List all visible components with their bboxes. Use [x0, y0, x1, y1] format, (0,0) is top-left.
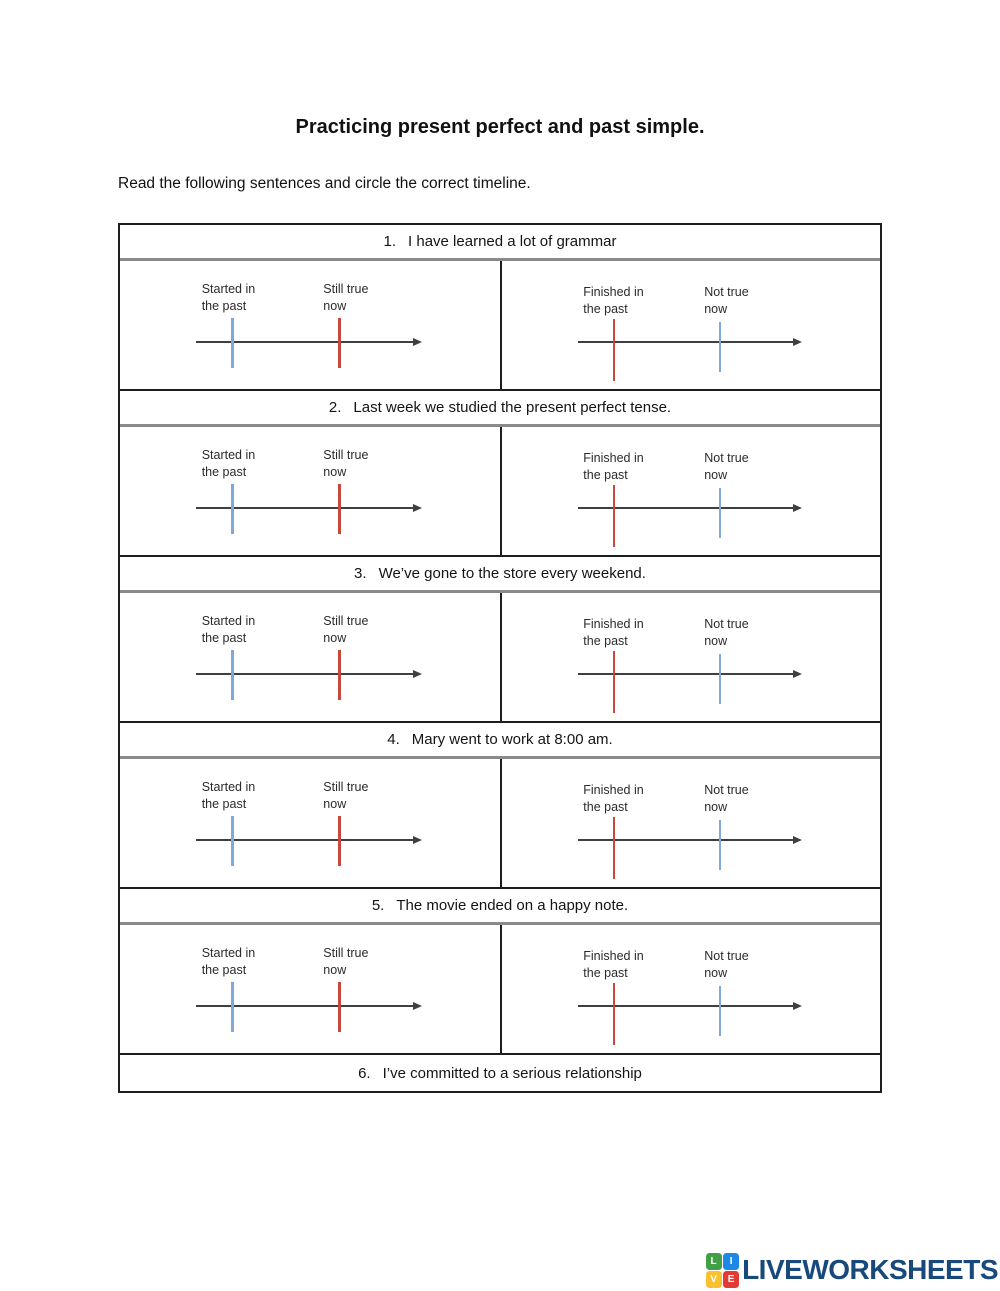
timeline-row-3: Started in the past Still true now Finis…	[120, 593, 880, 723]
timeline-arrow	[196, 835, 422, 844]
sentence-text: We’ve gone to the store every weekend.	[378, 565, 646, 582]
sentence-text: Last week we studied the present perfect…	[353, 399, 672, 416]
timeline-row-2: Started in the past Still true now Finis…	[120, 427, 880, 557]
timeline-row-4: Started in the past Still true now Finis…	[120, 759, 880, 889]
timeline-row-5: Started in the past Still true now Finis…	[120, 925, 880, 1055]
timeline-label-not-true: Not true now	[704, 285, 749, 316]
past-tick	[231, 816, 234, 866]
timeline-label-started: Started in the past	[201, 448, 256, 479]
timeline-option-started-past-4[interactable]: Started in the past Still true now	[120, 759, 500, 887]
timeline-option-finished-past-3[interactable]: Finished in the past Not true now	[500, 593, 880, 721]
timeline-option-finished-past-5[interactable]: Finished in the past Not true now	[500, 925, 880, 1053]
timeline-label-not-true: Not true now	[704, 451, 749, 482]
now-tick	[718, 488, 722, 538]
sentence-text: Mary went to work at 8:00 am.	[411, 731, 613, 748]
now-tick	[718, 820, 722, 870]
page-title: Practicing present perfect and past simp…	[295, 116, 705, 138]
past-tick	[612, 485, 616, 547]
sentence-row-1: 1. I have learned a lot of grammar	[120, 225, 880, 261]
timeline-arrow	[577, 503, 803, 512]
timeline-label-still-true: Still true now	[323, 282, 369, 313]
timeline-label-not-true: Not true now	[704, 617, 749, 648]
logo-square-v: V	[705, 1271, 722, 1288]
sentence-number: 5.	[371, 897, 385, 914]
past-tick	[231, 650, 234, 700]
timeline-option-finished-past-4[interactable]: Finished in the past Not true now	[500, 759, 880, 887]
timeline-arrow	[577, 1001, 803, 1010]
timeline-label-started: Started in the past	[201, 614, 256, 645]
timeline-option-finished-past-1[interactable]: Finished in the past Not true now	[500, 261, 880, 389]
sentence-number: 4.	[387, 731, 400, 748]
sentence-row-5: 5. The movie ended on a happy note.	[120, 889, 880, 925]
timeline-label-still-true: Still true now	[323, 614, 369, 645]
past-tick	[612, 319, 616, 381]
timeline-label-started: Started in the past	[201, 780, 256, 811]
timeline-label-still-true: Still true now	[323, 946, 369, 977]
timeline-option-started-past-2[interactable]: Started in the past Still true now	[120, 427, 500, 555]
liveworksheets-logo[interactable]: L I V E LIVEWORKSHEETS	[705, 1252, 998, 1288]
timeline-option-started-past-3[interactable]: Started in the past Still true now	[120, 593, 500, 721]
now-tick	[338, 982, 341, 1032]
sentence-text: I’ve committed to a serious relationship	[382, 1064, 642, 1082]
timeline-arrow	[577, 337, 803, 346]
timeline-option-started-past-1[interactable]: Started in the past Still true now	[120, 261, 500, 389]
timeline-label-still-true: Still true now	[323, 448, 369, 479]
timeline-label-finished: Finished in the past	[583, 285, 644, 316]
logo-wordmark: LIVEWORKSHEETS	[742, 1254, 998, 1286]
timeline-option-finished-past-2[interactable]: Finished in the past Not true now	[500, 427, 880, 555]
past-tick	[612, 817, 616, 879]
past-tick	[231, 484, 234, 534]
past-tick	[231, 318, 234, 368]
logo-square-i: I	[723, 1252, 740, 1270]
now-tick	[718, 322, 722, 372]
now-tick	[718, 654, 722, 704]
worksheet-table: 1. I have learned a lot of grammar Start…	[118, 223, 882, 1093]
sentence-row-3: 3. We’ve gone to the store every weekend…	[120, 557, 880, 593]
timeline-label-finished: Finished in the past	[583, 783, 644, 814]
sentence-number: 3.	[354, 565, 367, 582]
timeline-label-finished: Finished in the past	[583, 949, 644, 980]
sentence-number: 6.	[358, 1064, 371, 1082]
timeline-label-started: Started in the past	[201, 282, 256, 313]
sentence-row-6: 6. I’ve committed to a serious relations…	[120, 1055, 880, 1091]
now-tick	[338, 318, 341, 368]
now-tick	[338, 650, 341, 700]
liveworksheets-logo-icon: L I V E	[705, 1252, 740, 1288]
logo-square-l: L	[705, 1252, 722, 1270]
sentence-number: 2.	[328, 399, 342, 416]
past-tick	[231, 982, 234, 1032]
sentence-row-4: 4. Mary went to work at 8:00 am.	[120, 723, 880, 759]
timeline-label-started: Started in the past	[201, 946, 256, 977]
sentence-row-2: 2. Last week we studied the present perf…	[120, 391, 880, 427]
timeline-arrow	[196, 503, 422, 512]
sentence-number: 1.	[383, 233, 397, 250]
timeline-arrow	[577, 669, 803, 678]
now-tick	[338, 816, 341, 866]
past-tick	[612, 651, 616, 713]
timeline-option-started-past-5[interactable]: Started in the past Still true now	[120, 925, 500, 1053]
sentence-text: The movie ended on a happy note.	[396, 897, 629, 914]
timeline-arrow	[577, 835, 803, 844]
past-tick	[612, 983, 616, 1045]
instructions-text: Read the following sentences and circle …	[118, 175, 531, 192]
timeline-arrow	[196, 669, 422, 678]
now-tick	[718, 986, 722, 1036]
timeline-label-finished: Finished in the past	[583, 617, 644, 648]
timeline-arrow	[196, 337, 422, 346]
timeline-label-finished: Finished in the past	[583, 451, 644, 482]
timeline-label-not-true: Not true now	[704, 783, 749, 814]
sentence-text: I have learned a lot of grammar	[408, 233, 617, 250]
timeline-arrow	[196, 1001, 422, 1010]
now-tick	[338, 484, 341, 534]
timeline-row-1: Started in the past Still true now Finis…	[120, 261, 880, 391]
timeline-label-not-true: Not true now	[704, 949, 749, 980]
timeline-label-still-true: Still true now	[323, 780, 369, 811]
logo-square-e: E	[723, 1271, 740, 1288]
